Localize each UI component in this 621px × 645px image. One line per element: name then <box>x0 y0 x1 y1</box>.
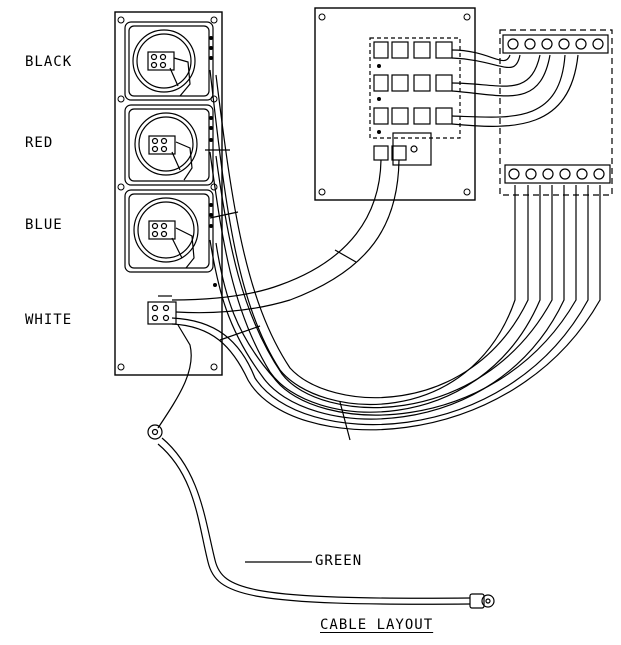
label-red: RED <box>25 135 54 151</box>
label-green: GREEN <box>315 553 363 569</box>
bottom-lug-row <box>504 164 611 184</box>
ground-cable <box>147 324 495 609</box>
label-black: BLACK <box>25 54 73 70</box>
cables-breaker-to-terminal <box>451 49 579 127</box>
label-white: WHITE <box>25 312 73 328</box>
socket-black <box>124 21 214 101</box>
right-panel <box>499 29 613 196</box>
middle-panel <box>314 7 476 201</box>
breaker-lugs <box>373 41 453 161</box>
top-lug-row <box>502 34 609 54</box>
socket-red <box>124 104 214 186</box>
neutral-cables <box>171 159 400 314</box>
neutral-terminal <box>147 295 177 325</box>
drawing-title: CABLE LAYOUT <box>320 617 434 633</box>
socket-blue <box>124 189 214 273</box>
terminal-dots-left <box>209 36 217 287</box>
label-blue: BLUE <box>25 217 63 233</box>
cable-bundle <box>171 69 601 441</box>
